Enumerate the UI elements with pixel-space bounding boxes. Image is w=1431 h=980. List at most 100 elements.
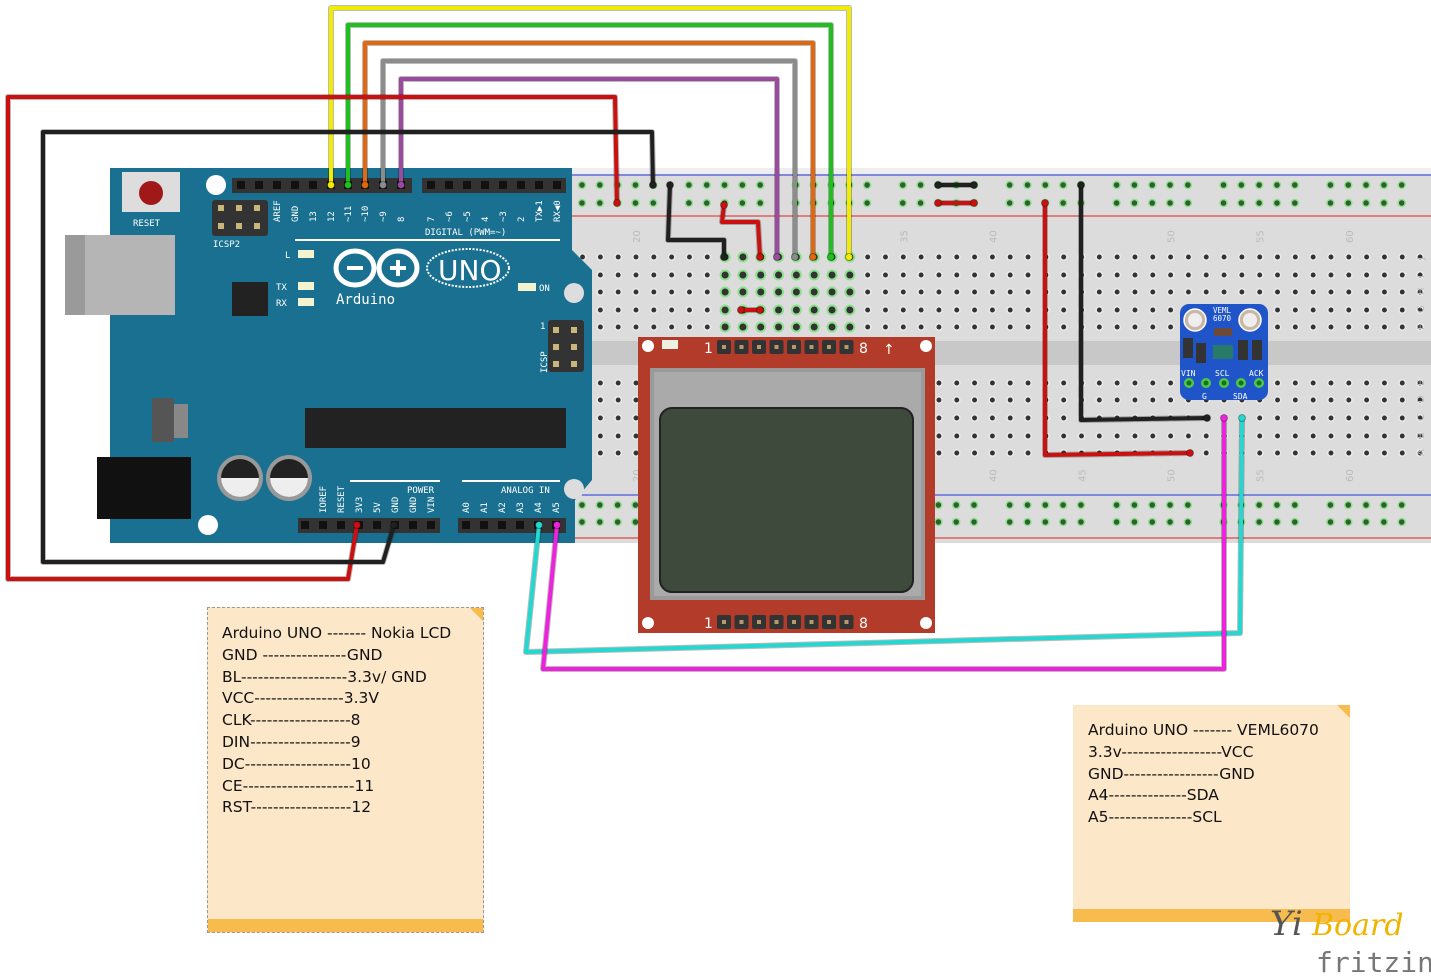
breadboard-hole — [1166, 253, 1175, 261]
header-pin[interactable] — [427, 521, 435, 529]
wire-black[interactable] — [1079, 183, 1209, 422]
header-pin[interactable] — [553, 181, 561, 189]
wire-end[interactable] — [720, 201, 728, 209]
breadboard-hole — [934, 271, 943, 279]
header-pin[interactable] — [373, 521, 381, 529]
breadboard-hole — [899, 288, 908, 296]
lcd-bottom-pin-first: 1 — [704, 616, 713, 632]
wire-end[interactable] — [773, 253, 781, 261]
breadboard-hole — [685, 323, 694, 331]
breadboard-hole — [1398, 379, 1407, 387]
header-pin[interactable] — [516, 521, 524, 529]
power-jack — [97, 457, 191, 519]
note-veml6070[interactable]: Arduino UNO ------- VEML6070 3.3v-------… — [1073, 705, 1350, 922]
wire-end[interactable] — [970, 181, 978, 189]
breadboard-hole — [899, 323, 908, 331]
wire-end[interactable] — [934, 181, 942, 189]
wire-end[interactable] — [649, 181, 657, 189]
wire-red[interactable] — [1043, 201, 1192, 457]
wire-end[interactable] — [845, 253, 853, 261]
breadboard-hole — [1344, 414, 1353, 422]
wire-end[interactable] — [1041, 199, 1049, 207]
wire-end[interactable] — [535, 521, 543, 529]
header-pin[interactable] — [309, 181, 317, 189]
veml6070-sensor[interactable]: VEML 6070 VIN SCL ACK G SDA — [1180, 304, 1268, 401]
wire-end[interactable] — [1203, 414, 1211, 422]
wire-end[interactable] — [553, 521, 561, 529]
header-pin[interactable] — [255, 181, 263, 189]
header-pin[interactable] — [445, 181, 453, 189]
wire-end[interactable] — [1186, 449, 1194, 457]
breadboard-hole — [899, 271, 908, 279]
wire-red[interactable] — [720, 203, 762, 259]
header-pin[interactable] — [517, 181, 525, 189]
wire-black[interactable] — [41, 130, 655, 564]
breadboard-hole — [970, 396, 979, 404]
wire-end[interactable] — [756, 306, 764, 314]
header-pin[interactable] — [498, 521, 506, 529]
wire-end[interactable] — [327, 181, 335, 189]
breadboard-hole — [988, 414, 997, 422]
wire-cyan[interactable] — [524, 416, 1244, 654]
note-nokia-lcd[interactable]: Arduino UNO ------- Nokia LCD GND ------… — [207, 607, 484, 933]
rail-hole — [1147, 198, 1157, 208]
sensor-name-2: 6070 — [1213, 314, 1232, 323]
analog-pin-label: A2 — [498, 502, 508, 513]
header-pin[interactable] — [481, 181, 489, 189]
wire-end[interactable] — [827, 253, 835, 261]
header-pin[interactable] — [237, 181, 245, 189]
breadboard-hole — [808, 304, 820, 316]
breadboard-hole — [1006, 271, 1015, 279]
wire-end[interactable] — [1220, 414, 1228, 422]
wire-green[interactable] — [346, 23, 833, 259]
rail-hole — [1165, 198, 1175, 208]
nokia-5110-lcd[interactable]: 1 8 ↑ 1 8 — [638, 337, 935, 633]
wire-end[interactable] — [353, 521, 361, 529]
breadboard-hole — [1398, 253, 1407, 261]
wire-end[interactable] — [397, 181, 405, 189]
header-pin[interactable] — [273, 181, 281, 189]
header-pin[interactable] — [319, 521, 327, 529]
wire-end[interactable] — [934, 199, 942, 207]
wire-black[interactable] — [666, 183, 726, 259]
header-pin[interactable] — [301, 521, 309, 529]
wire-orange[interactable] — [363, 41, 815, 259]
wire-end[interactable] — [809, 253, 817, 261]
wire-end[interactable] — [344, 181, 352, 189]
breadboard-hole — [790, 304, 802, 316]
wire-end[interactable] — [1238, 414, 1246, 422]
header-pin[interactable] — [463, 181, 471, 189]
wire-end[interactable] — [1077, 181, 1085, 189]
wire-end[interactable] — [737, 306, 745, 314]
rail-hole — [969, 517, 979, 527]
wire-end[interactable] — [390, 521, 398, 529]
wire-end[interactable] — [361, 181, 369, 189]
header-pin[interactable] — [409, 521, 417, 529]
wire-magenta[interactable] — [541, 416, 1226, 671]
capacitor — [1183, 338, 1193, 358]
wire-end[interactable] — [791, 253, 799, 261]
wire-red[interactable] — [6, 95, 619, 581]
reset-button-cap[interactable] — [139, 181, 163, 205]
header-pin[interactable] — [337, 521, 345, 529]
header-pin[interactable] — [499, 181, 507, 189]
breadboard-hole — [1006, 288, 1015, 296]
icsp2-pin — [236, 223, 242, 229]
breadboard-hole — [1344, 379, 1353, 387]
header-pin[interactable] — [535, 181, 543, 189]
header-pin[interactable] — [480, 521, 488, 529]
header-pin[interactable] — [462, 521, 470, 529]
wire-end[interactable] — [720, 253, 728, 261]
wire-end[interactable] — [379, 181, 387, 189]
wire-end[interactable] — [613, 199, 621, 207]
header-pin[interactable] — [427, 181, 435, 189]
wire-end[interactable] — [756, 253, 764, 261]
wire-end[interactable] — [970, 199, 978, 207]
lcd-pin-pad — [809, 620, 814, 624]
breadboard-hole — [1255, 414, 1264, 422]
breadboard-hole — [1327, 253, 1335, 261]
wire-gray[interactable] — [381, 59, 797, 259]
wire-end[interactable] — [666, 181, 674, 189]
header-pin[interactable] — [291, 181, 299, 189]
